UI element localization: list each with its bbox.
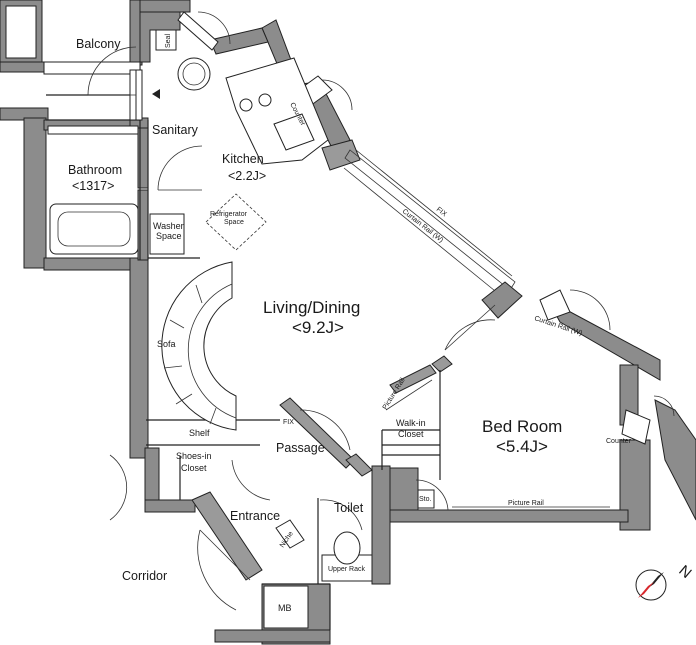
mb-box — [263, 585, 309, 629]
label-walkin-2: Closet — [398, 429, 424, 439]
label-fix-passage: FIX — [283, 419, 294, 426]
label-picture-rail-2: Picture Rail — [508, 500, 544, 507]
label-kitchen: Kitchen — [222, 152, 264, 166]
label-washer: Washer — [153, 221, 184, 231]
washer-space — [149, 213, 185, 255]
label-sofa: Sofa — [157, 339, 176, 349]
label-refrigerator-2: Space — [224, 219, 244, 226]
door-swings — [87, 11, 675, 611]
label-upper-rack: Upper Rack — [328, 566, 365, 573]
compass-label: N — [675, 562, 694, 582]
label-shoes-in-2: Closet — [181, 463, 207, 473]
label-walkin: Walk-in — [396, 418, 426, 428]
label-mb: MB — [278, 603, 292, 613]
small-box — [155, 29, 177, 51]
label-washer-2: Space — [156, 231, 182, 241]
label-bathroom: Bathroom — [68, 163, 122, 177]
label-corridor: Corridor — [122, 569, 167, 583]
label-balcony: Balcony — [76, 37, 121, 51]
sofa — [161, 261, 237, 431]
stove-burner-2 — [258, 93, 272, 107]
balcony-storage — [5, 5, 37, 59]
toilet-bowl — [333, 531, 361, 565]
label-shelf: Shelf — [189, 428, 210, 438]
label-picture-rail-1: Picture Rail — [382, 377, 407, 411]
label-counter-bed: Counter — [606, 438, 632, 445]
label-sto: Sto. — [419, 496, 432, 503]
kitchen-counter — [225, 57, 329, 165]
storage-box — [417, 489, 435, 509]
label-entrance: Entrance — [230, 509, 280, 523]
stove-burner-1 — [239, 98, 253, 112]
compass-needle-south — [638, 582, 654, 598]
label-passage: Passage — [276, 441, 325, 455]
fixtures — [5, 5, 435, 629]
arrow-marker — [152, 89, 160, 99]
label-fix-window: FIX — [435, 206, 448, 218]
refrigerator-space — [205, 193, 267, 251]
label-bathroom-size: <1317> — [72, 179, 114, 193]
label-toilet: Toilet — [334, 501, 364, 515]
label-bedroom: Bed Room — [482, 417, 562, 436]
bathtub — [49, 203, 139, 255]
room-labels: Balcony Sanitary Kitchen <2.2J> Bathroom… — [68, 37, 562, 583]
compass: N — [635, 562, 695, 601]
niche — [275, 519, 305, 549]
kitchen-sink — [273, 113, 315, 151]
label-small-box: Seal — [165, 34, 172, 48]
label-shoes-in: Shoes-in — [176, 451, 212, 461]
label-living: Living/Dining — [263, 298, 360, 317]
label-kitchen-size: <2.2J> — [228, 169, 266, 183]
label-bedroom-size: <5.4J> — [496, 437, 548, 456]
label-sanitary: Sanitary — [152, 123, 199, 137]
label-living-size: <9.2J> — [292, 318, 344, 337]
label-refrigerator: Refrigerator — [210, 211, 248, 218]
